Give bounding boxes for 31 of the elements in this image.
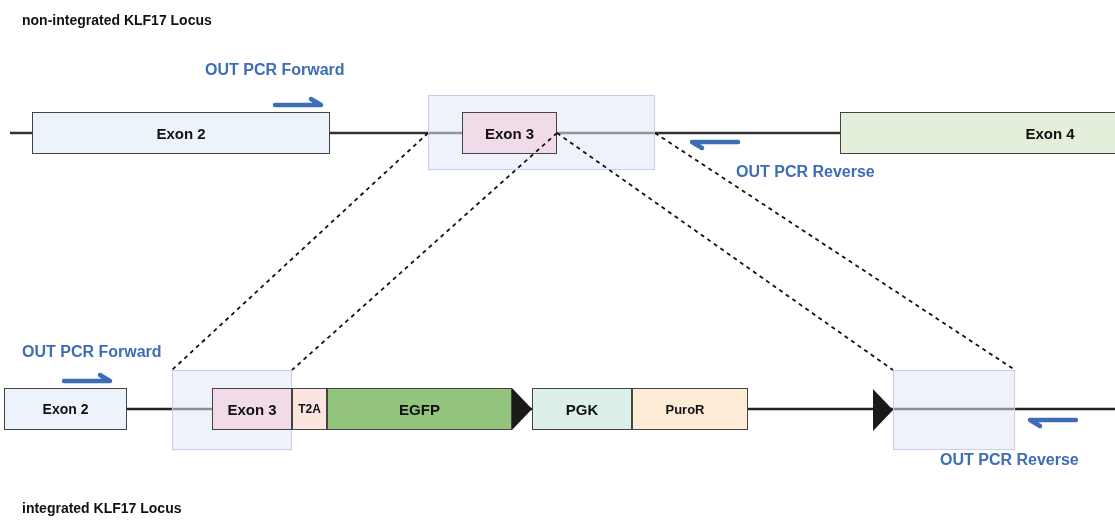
primer-label: OUT PCR Reverse (940, 451, 1079, 469)
segment-label: Exon 3 (227, 400, 277, 418)
gene-segment-box (462, 112, 557, 154)
segment-label: Exon 3 (484, 124, 535, 142)
dotted-connector (291, 132, 558, 371)
segment-label: Exon 2 (42, 401, 89, 417)
segment-label: Exon 4 (1025, 124, 1075, 142)
homology-region-box (428, 95, 655, 170)
dotted-connector (171, 132, 429, 371)
dotted-connector (556, 132, 894, 371)
gene-segment-box (840, 112, 1115, 154)
caption: integrated KLF17 Locus (22, 500, 182, 516)
primer-label: OUT PCR Forward (205, 61, 345, 79)
dotted-connector (654, 132, 1016, 371)
segment-label: T2A (298, 402, 321, 416)
primer-label: OUT PCR Forward (22, 343, 162, 361)
gene-segment-box (632, 388, 748, 430)
primer-label: OUT PCR Reverse (736, 163, 875, 181)
segment-label: Exon 2 (156, 124, 206, 142)
segment-label: PuroR (665, 401, 705, 417)
gene-segment-box (4, 388, 127, 430)
gene-segment-box (532, 388, 632, 430)
homology-region-box (893, 370, 1015, 450)
segment-label: PGK (565, 400, 599, 418)
gene-segment-box (212, 388, 292, 430)
heading: non-integrated KLF17 Locus (22, 12, 212, 28)
gene-segment-box (292, 388, 327, 430)
homology-region-box (172, 370, 292, 450)
gene-segment-box (327, 388, 512, 430)
gene-segment-box (32, 112, 330, 154)
segment-label: EGFP (399, 400, 440, 418)
